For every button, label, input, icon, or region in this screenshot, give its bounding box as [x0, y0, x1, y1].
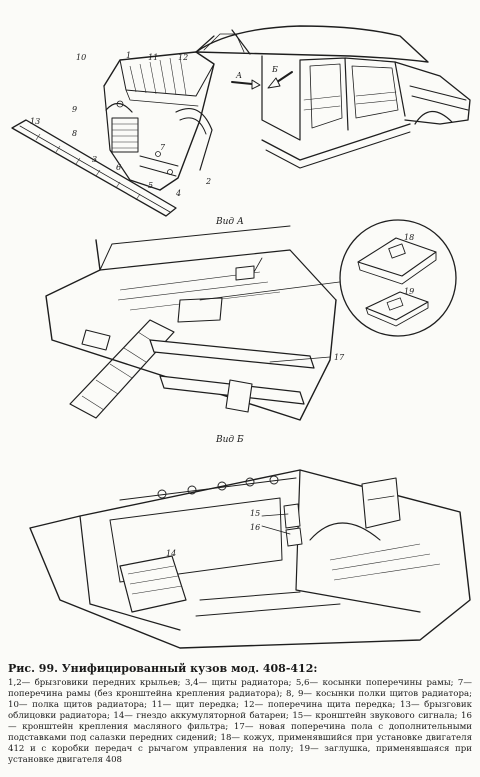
- detail-inset: [339, 219, 457, 337]
- callout-label: 15: [250, 509, 260, 518]
- callout-label: 5: [148, 181, 153, 190]
- caption-text: 1,2— брызговики передних крыльев; 3,4— щ…: [8, 678, 472, 765]
- callout-label: 13: [30, 117, 40, 126]
- callout-label: 14: [166, 549, 176, 558]
- callout-label: 12: [178, 53, 188, 62]
- view-b-label: Вид Б: [215, 435, 244, 445]
- callout-label: 2: [205, 177, 211, 186]
- callout-label: 9: [72, 105, 77, 114]
- car-body-shell: [103, 25, 471, 191]
- technical-illustration: 1 2 3 4 5 6 7 8 9 10 11 12 13 14 15 16 1…: [11, 25, 471, 649]
- view-b-engine-bay-drawing: [29, 469, 471, 649]
- callout-label: 18: [404, 233, 414, 242]
- callout-label: 3: [92, 155, 97, 164]
- callout-label: 6: [116, 163, 121, 172]
- view-a-label: Вид А: [215, 217, 244, 227]
- callout-label: 16: [250, 523, 260, 532]
- callout-label: 19: [404, 287, 414, 296]
- callout-label: 7: [160, 143, 166, 152]
- caption-title: Рис. 99. Унифицированный кузов мод. 408-…: [8, 662, 318, 675]
- callout-labels: 1 2 3 4 5 6 7 8 9 10 11 12 13 14 15 16 1…: [30, 51, 414, 558]
- radiator-splash-shield: [11, 119, 177, 217]
- callout-label: 8: [72, 129, 77, 138]
- callout-label: 1: [126, 51, 131, 60]
- arrow-a-label: А: [235, 71, 242, 80]
- callout-label: 4: [175, 189, 181, 198]
- callout-label: 11: [148, 53, 158, 62]
- callout-label: 10: [76, 53, 86, 62]
- figure-caption: Рис. 99. Унифицированный кузов мод. 408-…: [8, 662, 472, 766]
- callout-label: 17: [334, 353, 345, 362]
- arrow-b-label: Б: [271, 65, 278, 74]
- view-a-floor-drawing: [45, 225, 356, 421]
